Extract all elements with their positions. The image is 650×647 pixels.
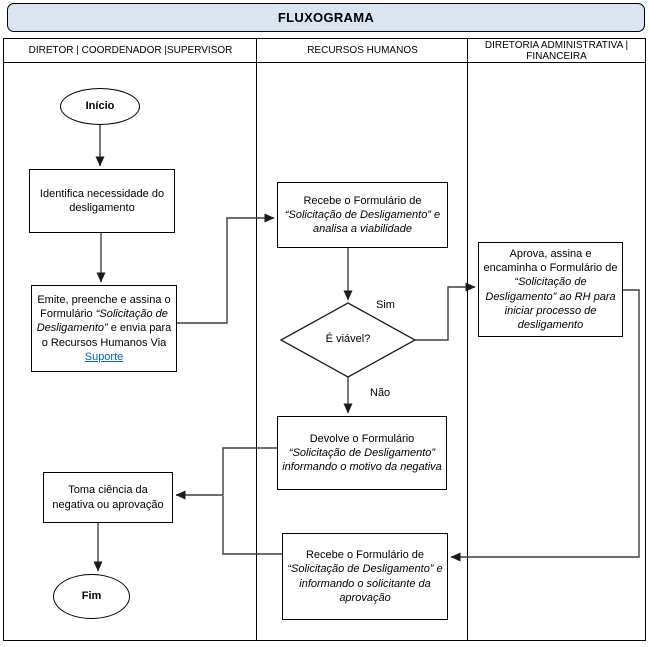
receive-inform-text-italic: “Solicitação de Desligamento” e informan… — [287, 563, 443, 604]
receive-inform-text: Recebe o Formulário de “Solicitação de D… — [283, 546, 447, 606]
identify-need-text: Identifica necessidade do desligamento — [39, 187, 165, 214]
receive-analyze-text: Recebe o Formulário de “Solicitação de D… — [278, 192, 447, 238]
emit-form-text-italic: “Solicitação de Desligamento” — [36, 308, 168, 335]
end-terminator: Fim — [53, 574, 130, 619]
lane-header-diretoria-financeira: DIRETORIA ADMINISTRATIVA | FINANCEIRA — [484, 39, 629, 62]
lane-header-row: DIRETOR | COORDENADOR |SUPERVISOR RECURS… — [4, 39, 645, 63]
approve-sign-text-italic: “Solicitação de Desligamento” ao RH para… — [485, 276, 616, 331]
end-label: Fim — [81, 590, 102, 603]
lane-divider-2 — [467, 39, 469, 640]
approve-sign-text-part1: Aprova, assina e encaminha o Formulário … — [483, 248, 618, 275]
return-form-text-part1: Devolve o Formulário — [309, 432, 415, 445]
receive-inform-box: Recebe o Formulário de “Solicitação de D… — [282, 533, 448, 620]
decision-label: É viável? — [325, 333, 371, 345]
start-terminator: Início — [60, 88, 140, 125]
return-form-box: Devolve o Formulário “Solicitação de Des… — [277, 416, 447, 490]
branch-label-nao: Não — [370, 387, 391, 399]
receive-inform-text-part1: Recebe o Formulário de — [305, 549, 424, 562]
emit-form-text-part3: e envia para o Recursos Humanos Via — [41, 322, 172, 349]
title-bar: FLUXOGRAMA — [7, 3, 645, 32]
emit-form-text: Emite, preenche e assina o Formulário “S… — [32, 291, 176, 365]
lane-header-diretor: DIRETOR | COORDENADOR |SUPERVISOR — [28, 45, 233, 56]
identify-need-box: Identifica necessidade do desligamento — [29, 169, 175, 233]
acknowledge-text: Toma ciência da negativa ou aprovação — [52, 484, 164, 511]
emit-form-box: Emite, preenche e assina o Formulário “S… — [31, 285, 177, 372]
page-title: FLUXOGRAMA — [277, 10, 375, 25]
suporte-link[interactable]: Suporte — [84, 350, 124, 363]
receive-analyze-text-part1: Recebe o Formulário de — [303, 194, 422, 207]
branch-label-sim: Sim — [376, 299, 395, 311]
approve-sign-box: Aprova, assina e encaminha o Formulário … — [478, 242, 623, 337]
approve-sign-text: Aprova, assina e encaminha o Formulário … — [479, 245, 622, 333]
lane-header-recursos-humanos: RECURSOS HUMANOS — [307, 45, 418, 56]
return-form-text-italic: “Solicitação de Desligamento” informando… — [282, 446, 442, 474]
acknowledge-box: Toma ciência da negativa ou aprovação — [43, 472, 173, 523]
emit-form-text-part1: Emite, preenche e assina o Formulário — [37, 294, 171, 321]
start-label: Início — [85, 100, 115, 113]
return-form-text: Devolve o Formulário “Solicitação de Des… — [278, 430, 446, 476]
lane-divider-1 — [256, 39, 258, 640]
receive-analyze-box: Recebe o Formulário de “Solicitação de D… — [277, 182, 448, 248]
receive-analyze-text-italic: “Solicitação de Desligamento” e analisa … — [284, 208, 441, 236]
